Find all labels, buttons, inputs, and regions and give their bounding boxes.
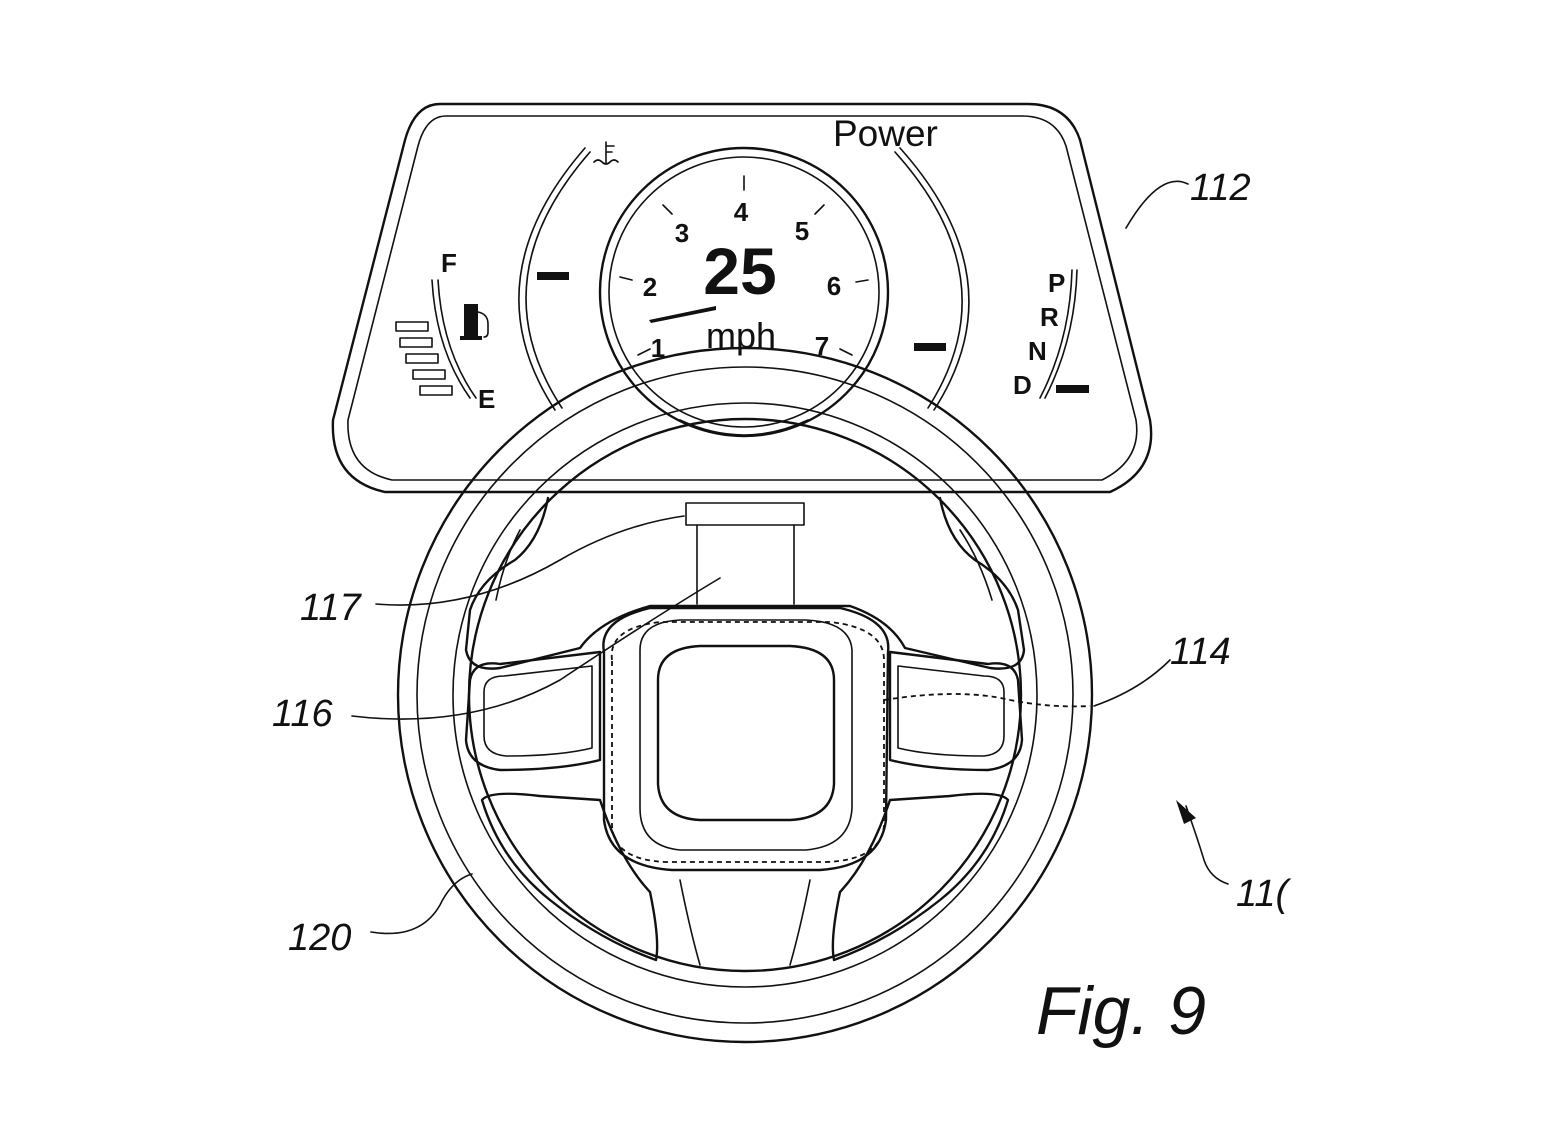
steering-column — [685, 502, 805, 605]
speed-tick-mark — [855, 279, 869, 283]
speed-tick-3: 3 — [675, 218, 689, 248]
fuel-level-bar — [399, 337, 433, 348]
fuel-level-bar — [395, 321, 429, 332]
speed-tick-2: 2 — [643, 272, 657, 302]
speed-tick-mark — [619, 276, 633, 281]
gear-d: D — [1013, 370, 1032, 400]
fuel-level-bar — [405, 353, 439, 364]
fuel-gauge: F E — [395, 248, 495, 414]
power-gauge: Power — [833, 113, 970, 411]
leader-lines — [351, 180, 1229, 935]
gear-n: N — [1028, 336, 1047, 366]
figure-caption: Fig. 9 — [1036, 973, 1206, 1049]
fuel-level-bar — [412, 369, 446, 380]
speedometer: 1 2 3 4 5 6 7 25 mph — [598, 146, 890, 438]
fuel-pump-icon — [460, 304, 489, 340]
fuel-full-label: F — [441, 248, 457, 278]
speed-tick-mark — [814, 204, 825, 215]
gear-p: P — [1048, 268, 1065, 298]
ref-110: 11( — [1236, 873, 1291, 915]
gear-indicator — [1056, 385, 1089, 393]
gear-r: R — [1040, 302, 1059, 332]
speed-tick-5: 5 — [795, 216, 809, 246]
speed-readout: 25 — [703, 234, 776, 308]
ref-114: 114 — [1170, 631, 1231, 673]
instrument-cluster-display — [331, 102, 1153, 494]
coolant-temperature-icon — [593, 141, 619, 165]
arrowhead — [1176, 800, 1196, 824]
speed-tick-1: 1 — [651, 333, 665, 363]
ref-117: 117 — [300, 587, 362, 629]
speed-tick-mark — [839, 348, 853, 356]
power-label: Power — [833, 113, 938, 154]
speed-tick-7: 7 — [815, 331, 829, 361]
fuel-level-bar — [419, 385, 453, 396]
ref-112: 112 — [1190, 167, 1251, 209]
power-needle — [914, 343, 946, 351]
ref-116: 116 — [272, 693, 333, 735]
speed-tick-mark — [662, 204, 673, 215]
temperature-gauge — [518, 141, 619, 411]
speed-tick-6: 6 — [827, 271, 841, 301]
speed-tick-4: 4 — [734, 197, 749, 227]
steering-wheel — [396, 346, 1094, 1044]
temperature-needle — [537, 272, 569, 280]
fuel-empty-label: E — [478, 384, 495, 414]
speed-tick-mark — [637, 348, 651, 356]
gear-selector: P R N D — [1013, 268, 1089, 400]
speed-needle — [649, 306, 716, 323]
ref-120: 120 — [288, 917, 351, 959]
touch-sensitive-region — [610, 621, 885, 863]
